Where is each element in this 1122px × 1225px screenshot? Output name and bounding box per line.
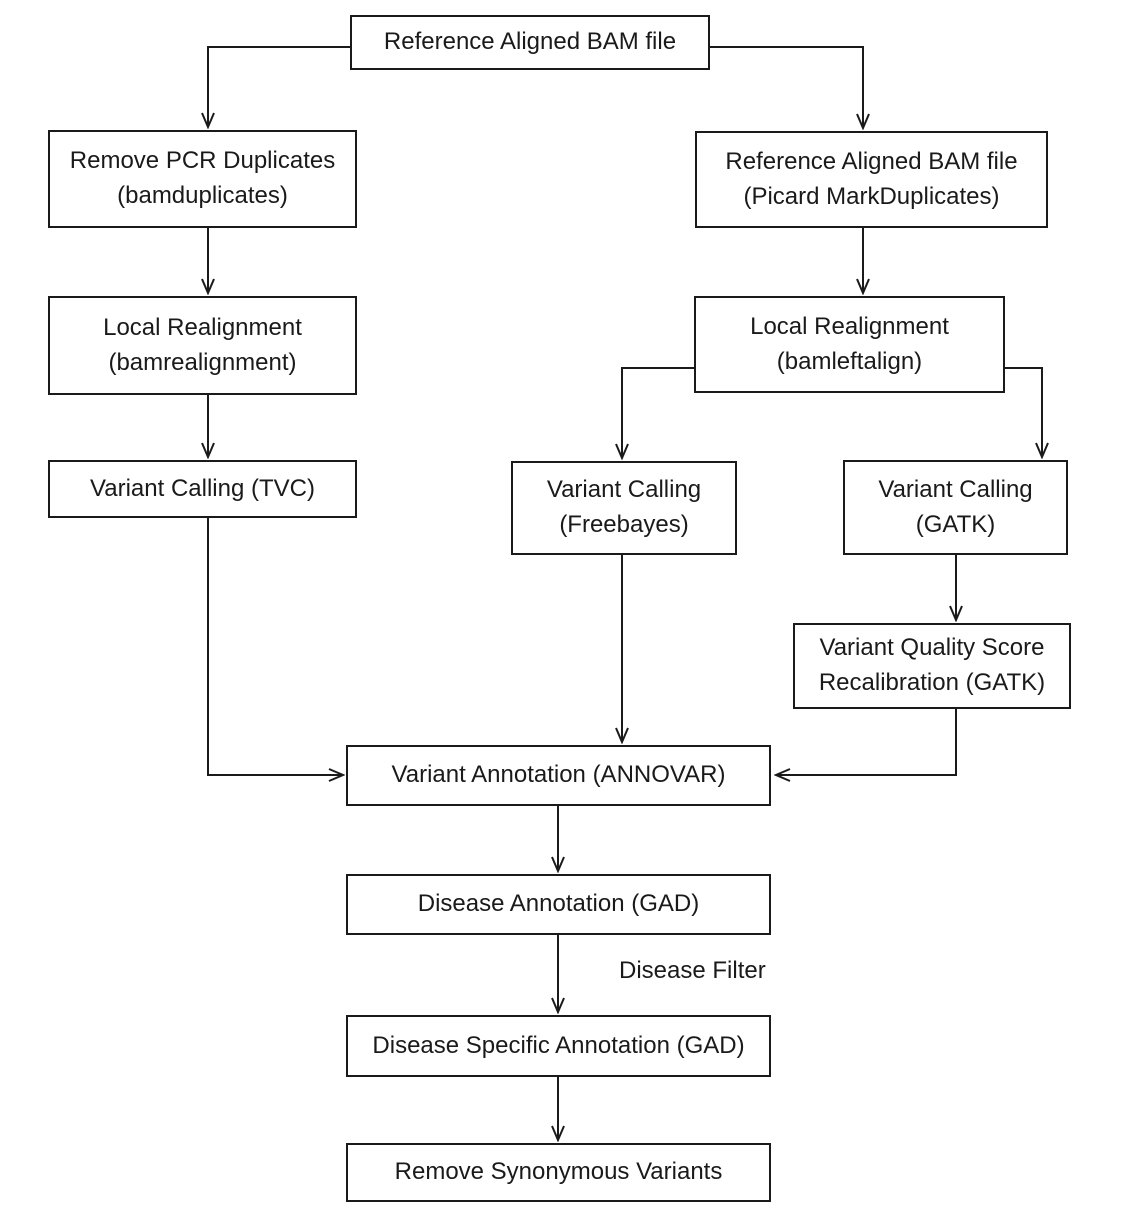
node-label: Remove Synonymous Variants [394,1158,723,1186]
edge-refbam-to-picard [710,46,863,128]
node-label: Remove PCR Duplicates(bamduplicates) [69,147,336,209]
node-disease-specific-annotation-gad: Disease Specific Annotation (GAD) [346,1015,771,1077]
node-variant-calling-gatk: Variant Calling(GATK) [843,460,1068,555]
edge-bamleftalign-to-freebayes [622,367,694,458]
node-reference-aligned-bam-picard: Reference Aligned BAM file(Picard MarkDu… [695,131,1048,228]
node-label: Reference Aligned BAM file [383,28,677,56]
edge-refbam-to-removepcr [208,46,350,127]
node-remove-pcr-duplicates: Remove PCR Duplicates(bamduplicates) [48,130,357,228]
node-remove-synonymous-variants: Remove Synonymous Variants [346,1143,771,1202]
node-label: Variant Calling(GATK) [878,475,1033,538]
node-reference-aligned-bam-file: Reference Aligned BAM file [350,15,710,70]
node-label: Local Realignment(bamrealignment) [103,313,302,376]
node-variant-calling-tvc: Variant Calling (TVC) [48,460,357,518]
edge-tvc-to-annovar [207,518,343,775]
node-variant-annotation-annovar: Variant Annotation (ANNOVAR) [346,745,771,806]
node-label: Disease Annotation (GAD) [417,890,700,918]
node-label: Variant Annotation (ANNOVAR) [391,761,726,789]
edge-bamleftalign-to-gatk [1005,367,1042,457]
node-label: Local Realignment(bamleftalign) [750,312,949,375]
node-label: Disease Specific Annotation (GAD) [372,1031,745,1059]
node-label: Variant Calling(Freebayes) [546,476,702,538]
node-label: Reference Aligned BAM file(Picard MarkDu… [725,147,1018,210]
node-local-realignment-bamrealignment: Local Realignment(bamrealignment) [48,296,357,395]
node-label: Variant Calling (TVC) [90,474,315,502]
edge-label-disease-filter: Disease Filter [619,957,766,984]
node-disease-annotation-gad: Disease Annotation (GAD) [346,874,771,935]
edge-vqsr-to-annovar [776,709,957,775]
node-local-realignment-bamleftalign: Local Realignment(bamleftalign) [694,296,1005,393]
node-variant-calling-freebayes: Variant Calling(Freebayes) [511,461,737,555]
